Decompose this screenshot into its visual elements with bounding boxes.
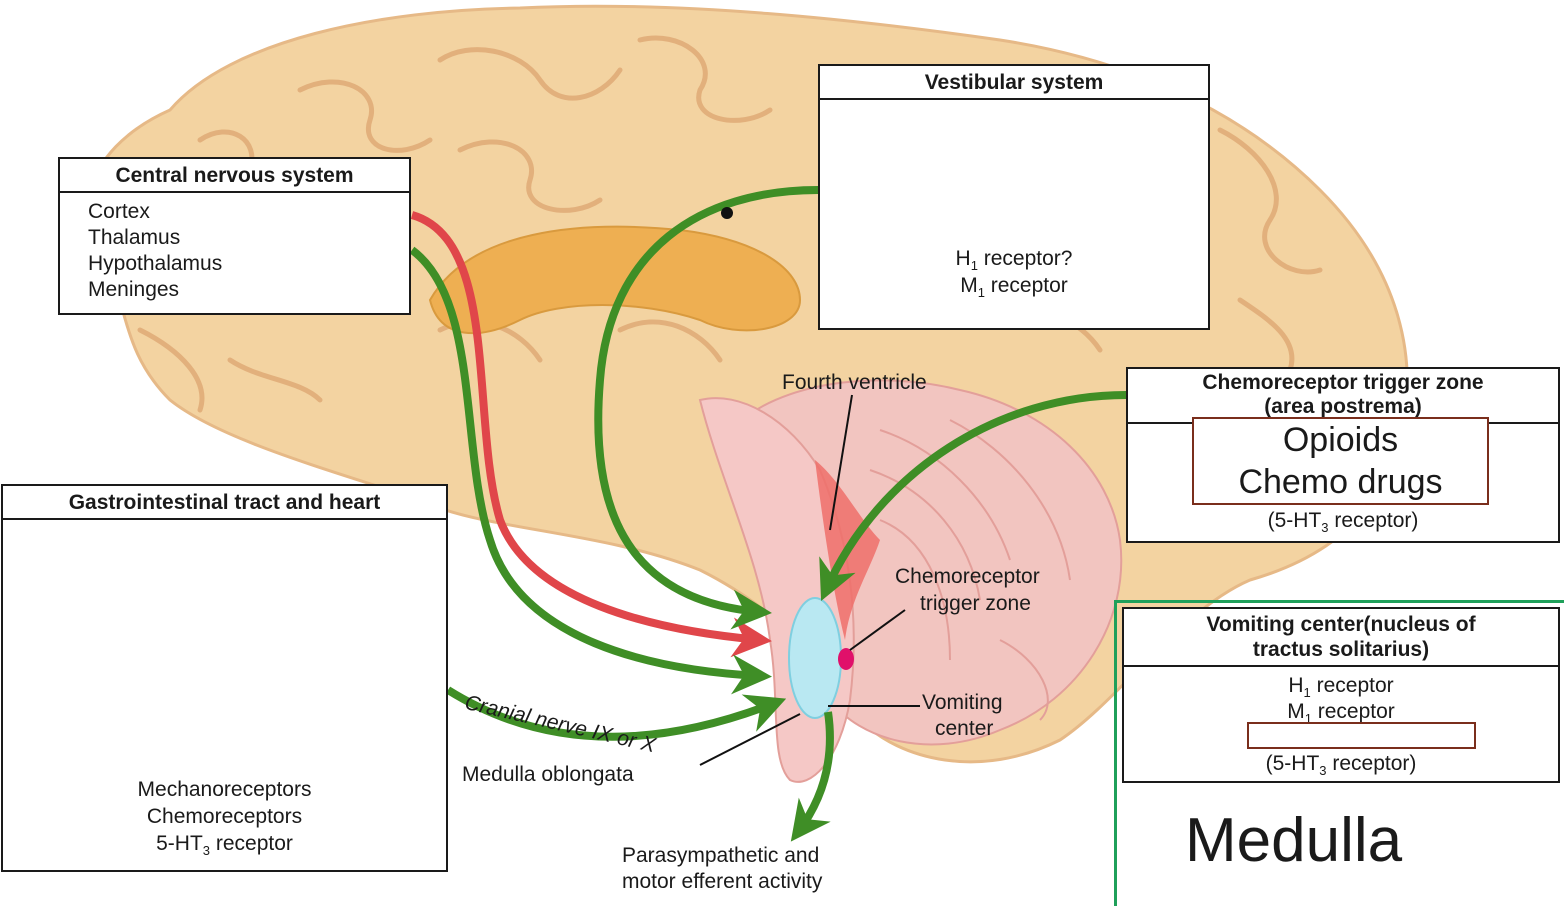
ctz-5ht3-receptor: (5-HT3 receptor): [1267, 509, 1419, 535]
vestibular-box: Vestibular system H1 receptor? M1 recept…: [818, 64, 1210, 330]
vestibular-junction-dot: [721, 207, 733, 219]
vestibular-m1-receptor: M1 receptor: [960, 274, 1068, 300]
arrow-gi-green: [445, 686, 787, 741]
cns-title: Central nervous system: [60, 159, 409, 193]
corpus-callosum: [428, 225, 802, 335]
label-efferent-line2: motor efferent activity: [622, 870, 823, 893]
gi-chemoreceptors: Chemoreceptors: [146, 805, 303, 828]
arrow-ctz-green: [819, 391, 1127, 601]
leader-lines: [699, 394, 920, 766]
ctz-shape: [838, 648, 854, 670]
vomiting-center-shape: [788, 597, 842, 719]
cns-item-hypothalamus: Hypothalamus: [88, 252, 223, 275]
vc-blank-overlay: [1247, 722, 1476, 749]
gi-mechanoreceptors: Mechanoreceptors: [137, 778, 312, 801]
ctz-overlay-note: Opioids Chemo drugs: [1192, 417, 1489, 505]
vomiting-center-box: Vomiting center(nucleus of tractus solit…: [1122, 607, 1560, 783]
cns-item-meninges: Meninges: [88, 278, 180, 301]
label-vomiting-line2: center: [935, 717, 994, 740]
label-medulla-oblongata: Medulla oblongata: [462, 763, 634, 786]
ctz-box-title: Chemoreceptor trigger zone (area postrem…: [1128, 369, 1558, 424]
vomiting-center-title: Vomiting center(nucleus of tractus solit…: [1124, 609, 1558, 667]
arrow-efferent-green: [790, 711, 834, 842]
vestibular-h1-receptor: H1 receptor?: [955, 247, 1073, 273]
gi-title: Gastrointestinal tract and heart: [3, 486, 446, 520]
medulla-frame: [1114, 600, 1564, 906]
overlay-chemo-drugs: Chemo drugs: [1238, 463, 1443, 501]
medulla-label: Medulla: [1185, 806, 1403, 875]
label-vomiting-line1: Vomiting: [922, 691, 1003, 714]
arrow-cns-red: [410, 211, 772, 658]
label-fourth-ventricle: Fourth ventricle: [782, 371, 927, 394]
label-efferent-line1: Parasympathetic and: [622, 844, 820, 867]
cns-item-thalamus: Thalamus: [88, 226, 181, 249]
cns-box: Central nervous system Cortex Thalamus H…: [58, 157, 411, 315]
label-ctz-line2: trigger zone: [920, 592, 1031, 615]
vestibular-title: Vestibular system: [820, 66, 1208, 100]
arrow-cns-green: [409, 246, 772, 695]
vc-h1-receptor: H1 receptor: [1288, 674, 1394, 700]
label-ctz-line1: Chemoreceptor: [895, 565, 1040, 588]
gi-5ht3-receptor: 5-HT3 receptor: [156, 832, 293, 858]
arrow-vestibular-green: [594, 186, 819, 630]
cns-item-cortex: Cortex: [88, 200, 150, 223]
gi-heart-box: Gastrointestinal tract and heart Mechano…: [1, 484, 448, 872]
vc-m1-receptor: M1 receptor: [1287, 700, 1395, 726]
overlay-opioids: Opioids: [1282, 421, 1399, 459]
vc-5ht3-receptor: (5-HT3 receptor): [1265, 752, 1417, 778]
